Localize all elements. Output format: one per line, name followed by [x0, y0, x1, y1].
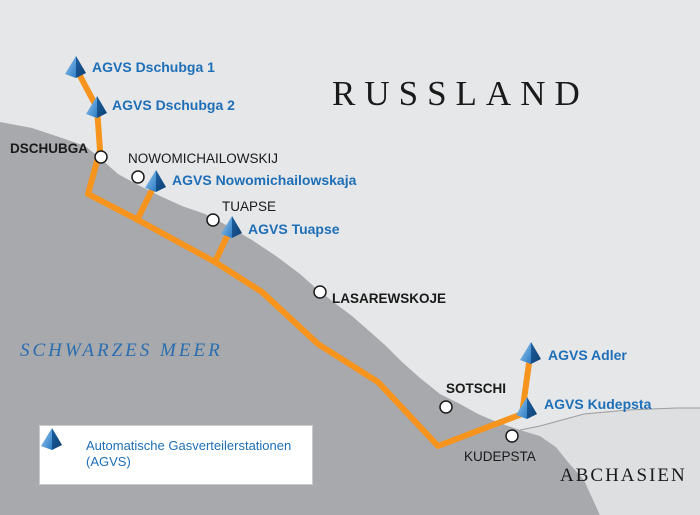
country-label-russia: RUSSLAND [332, 74, 589, 113]
station-marker-nowomichailowskaja [145, 170, 166, 192]
legend-station-icon [41, 428, 62, 450]
city-label-dschubga: DSCHUBGA [10, 141, 89, 156]
city-marker-nowomichailowskij [131, 170, 145, 184]
black-sea [0, 122, 600, 515]
sea-label: SCHWARZES MEER [20, 340, 223, 361]
city-marker-sotschi [439, 400, 453, 414]
station-marker-dschubga1 [65, 56, 86, 78]
city-marker-dschubga [94, 150, 108, 164]
legend: Automatische Gasverteilerstationen (AGVS… [39, 425, 313, 485]
station-label-nowomichailowskaja: AGVS Nowomichailowskaja [172, 172, 357, 188]
city-label-nowomichailowskij: NOWOMICHAILOWSKIJ [128, 151, 279, 166]
station-label-dschubga1: AGVS Dschubga 1 [92, 59, 215, 75]
pipeline-main [75, 69, 533, 449]
station-label-kudepsta: AGVS Kudepsta [544, 396, 652, 412]
legend-text: Automatische Gasverteilerstationen (AGVS… [86, 438, 306, 470]
land-abkhazia [520, 408, 700, 515]
city-marker-lasarewskoje [313, 285, 327, 299]
city-marker-kudepsta [505, 429, 519, 443]
city-label-sotschi: SOTSCHI [446, 381, 507, 396]
city-markers [94, 150, 519, 443]
border-line [519, 407, 700, 431]
station-marker-adler [520, 342, 541, 364]
station-label-tuapse: AGVS Tuapse [248, 221, 340, 237]
station-marker-kudepsta [516, 397, 537, 419]
country-label-abkhazia: ABCHASIEN [560, 465, 687, 486]
city-marker-tuapse [206, 213, 220, 227]
legend-text-line1: Automatische Gasverteilerstationen [86, 438, 292, 453]
station-marker-dschubga2 [86, 96, 107, 118]
station-marker-tuapse [221, 216, 242, 238]
city-label-tuapse: TUAPSE [222, 199, 277, 214]
legend-text-line2: (AGVS) [86, 454, 131, 469]
city-label-kudepsta: KUDEPSTA [464, 449, 536, 464]
station-label-dschubga2: AGVS Dschubga 2 [112, 97, 235, 113]
station-label-adler: AGVS Adler [548, 347, 627, 363]
city-label-lasarewskoje: LASAREWSKOJE [332, 291, 447, 306]
